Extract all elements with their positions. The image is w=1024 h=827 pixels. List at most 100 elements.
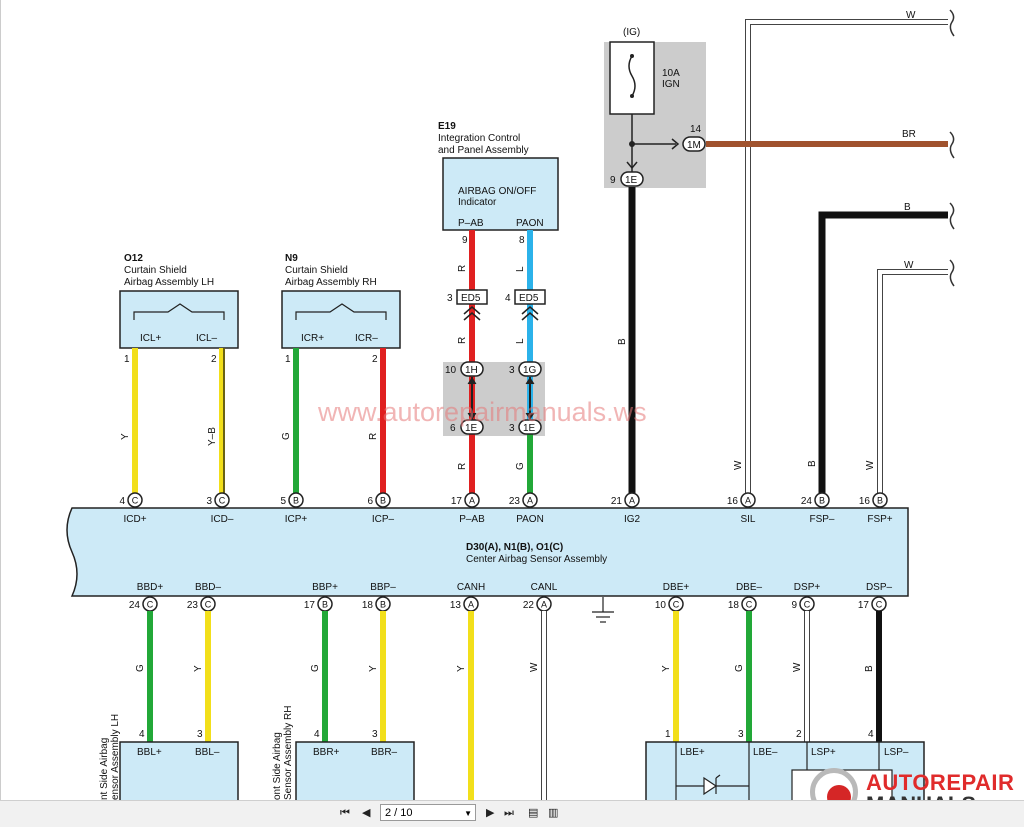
pin-name: BBP+ (312, 582, 338, 593)
pin-connector-letter: C (673, 600, 680, 610)
e19-assembly: E19 Integration Control and Panel Assemb… (438, 121, 559, 231)
wire-label: W (904, 260, 914, 271)
pin-connector-letter: A (541, 600, 547, 610)
pin-9: 9 (462, 235, 468, 246)
fuse-top-label: (IG) (623, 27, 640, 38)
pin-9: 9 (610, 175, 616, 186)
pin-number: 22 (523, 600, 535, 611)
pin-connector-letter: B (293, 496, 299, 506)
pin-name: ICP+ (285, 514, 308, 525)
pin-name: LBE– (753, 747, 778, 758)
pin-number: 23 (509, 496, 521, 507)
pin-name: ICR+ (301, 333, 324, 344)
right-wire-w2: W (877, 259, 955, 500)
last-page-icon[interactable]: ⏭ (504, 806, 514, 819)
e19-name1: Integration Control (438, 133, 520, 144)
pin-number: 3 (206, 496, 212, 507)
wire-label: Y (661, 665, 672, 672)
next-page-icon[interactable]: ▶ (486, 806, 495, 819)
page-select[interactable]: 2 / 10 ▼ (380, 804, 476, 821)
pin-number: 10 (655, 600, 667, 611)
pin-connector-letter: B (819, 496, 825, 506)
page-indicator: 2 / 10 (385, 807, 413, 819)
pin-connector-letter: C (746, 600, 753, 610)
wire-label: BR (902, 129, 916, 140)
pin-2: 2 (211, 354, 217, 365)
pin-number: 18 (728, 600, 740, 611)
wire-label: Y (368, 665, 379, 672)
wire-label: G (515, 462, 526, 470)
viewer-toolbar: ⏮ ◀ 2 / 10 ▼ ▶ ⏭ ▤ ▥ (0, 800, 1024, 827)
pin-number: 17 (858, 600, 870, 611)
pin-name: LSP– (884, 747, 909, 758)
two-page-view-icon[interactable]: ▥ (548, 806, 559, 819)
pin-number: 6 (367, 496, 373, 507)
single-page-view-icon[interactable]: ▤ (528, 806, 539, 819)
o12-name2: Airbag Assembly LH (124, 277, 214, 288)
pin-3: 3 (447, 293, 453, 304)
pin-4: 4 (314, 729, 320, 740)
pin-name: P–AB (458, 218, 484, 229)
pin-number: 18 (362, 600, 374, 611)
pin-circle (814, 492, 830, 508)
pin-connector-letter: A (629, 496, 635, 506)
pin-name: P–AB (459, 514, 485, 525)
right-wire-br: BR (706, 129, 955, 159)
pin-10: 10 (445, 365, 457, 376)
first-page-icon[interactable]: ⏮ (340, 806, 350, 819)
lh-label-1: nt Side Airbag (99, 738, 110, 800)
pin-name: ICD+ (123, 514, 146, 525)
pin-number: 16 (727, 496, 739, 507)
pin-name: DSP+ (794, 582, 821, 593)
wire-label: B (864, 665, 875, 672)
pin-number: 24 (129, 600, 141, 611)
pin-2: 2 (372, 354, 378, 365)
pin-name: CANH (457, 582, 485, 593)
wire-label: W (529, 662, 540, 672)
pin-circle (127, 492, 143, 508)
pin-8: 8 (519, 235, 525, 246)
pin-connector-letter: C (876, 600, 883, 610)
pin-name: BBP– (370, 582, 396, 593)
e19-inner1: AIRBAG ON/OFF (458, 186, 536, 197)
pin-number: 24 (801, 496, 813, 507)
wire-label: G (310, 664, 321, 672)
pin-circle (872, 492, 888, 508)
rh-label-2: Sensor Assembly RH (283, 706, 294, 800)
front-airbag-sensor-lh: BBL+ BBL– nt Side Airbag ensor Assembly … (99, 714, 239, 813)
pin-number: 21 (611, 496, 623, 507)
pin-name: BBR+ (313, 747, 340, 758)
pin-connector-letter: A (468, 600, 474, 610)
pin-name: BBL+ (137, 747, 162, 758)
e19-code: E19 (438, 121, 456, 132)
pin-name: CANL (531, 582, 558, 593)
o12-assembly: O12 Curtain Shield Airbag Assembly LH IC… (119, 253, 239, 349)
prev-page-icon[interactable]: ◀ (362, 806, 371, 819)
connector-1m: 1M (687, 140, 701, 151)
connector-1h: 1H (465, 365, 478, 376)
pin-3: 3 (738, 729, 744, 740)
wire-label: G (135, 664, 146, 672)
pin-name: LSP+ (811, 747, 836, 758)
pin-name: PAON (516, 218, 544, 229)
pin-circle (624, 492, 640, 508)
n9-code: N9 (285, 253, 298, 264)
pin-1: 1 (285, 354, 291, 365)
pin-circle (522, 492, 538, 508)
center-name2: Center Airbag Sensor Assembly (466, 554, 607, 565)
chevron-down-icon: ▼ (464, 809, 472, 818)
ground-icon (592, 597, 614, 623)
wire-label: Y (120, 433, 131, 440)
pin-name: BBD+ (137, 582, 164, 593)
connector-ed5: ED5 (519, 293, 539, 304)
pin-name: ICR– (355, 333, 378, 344)
